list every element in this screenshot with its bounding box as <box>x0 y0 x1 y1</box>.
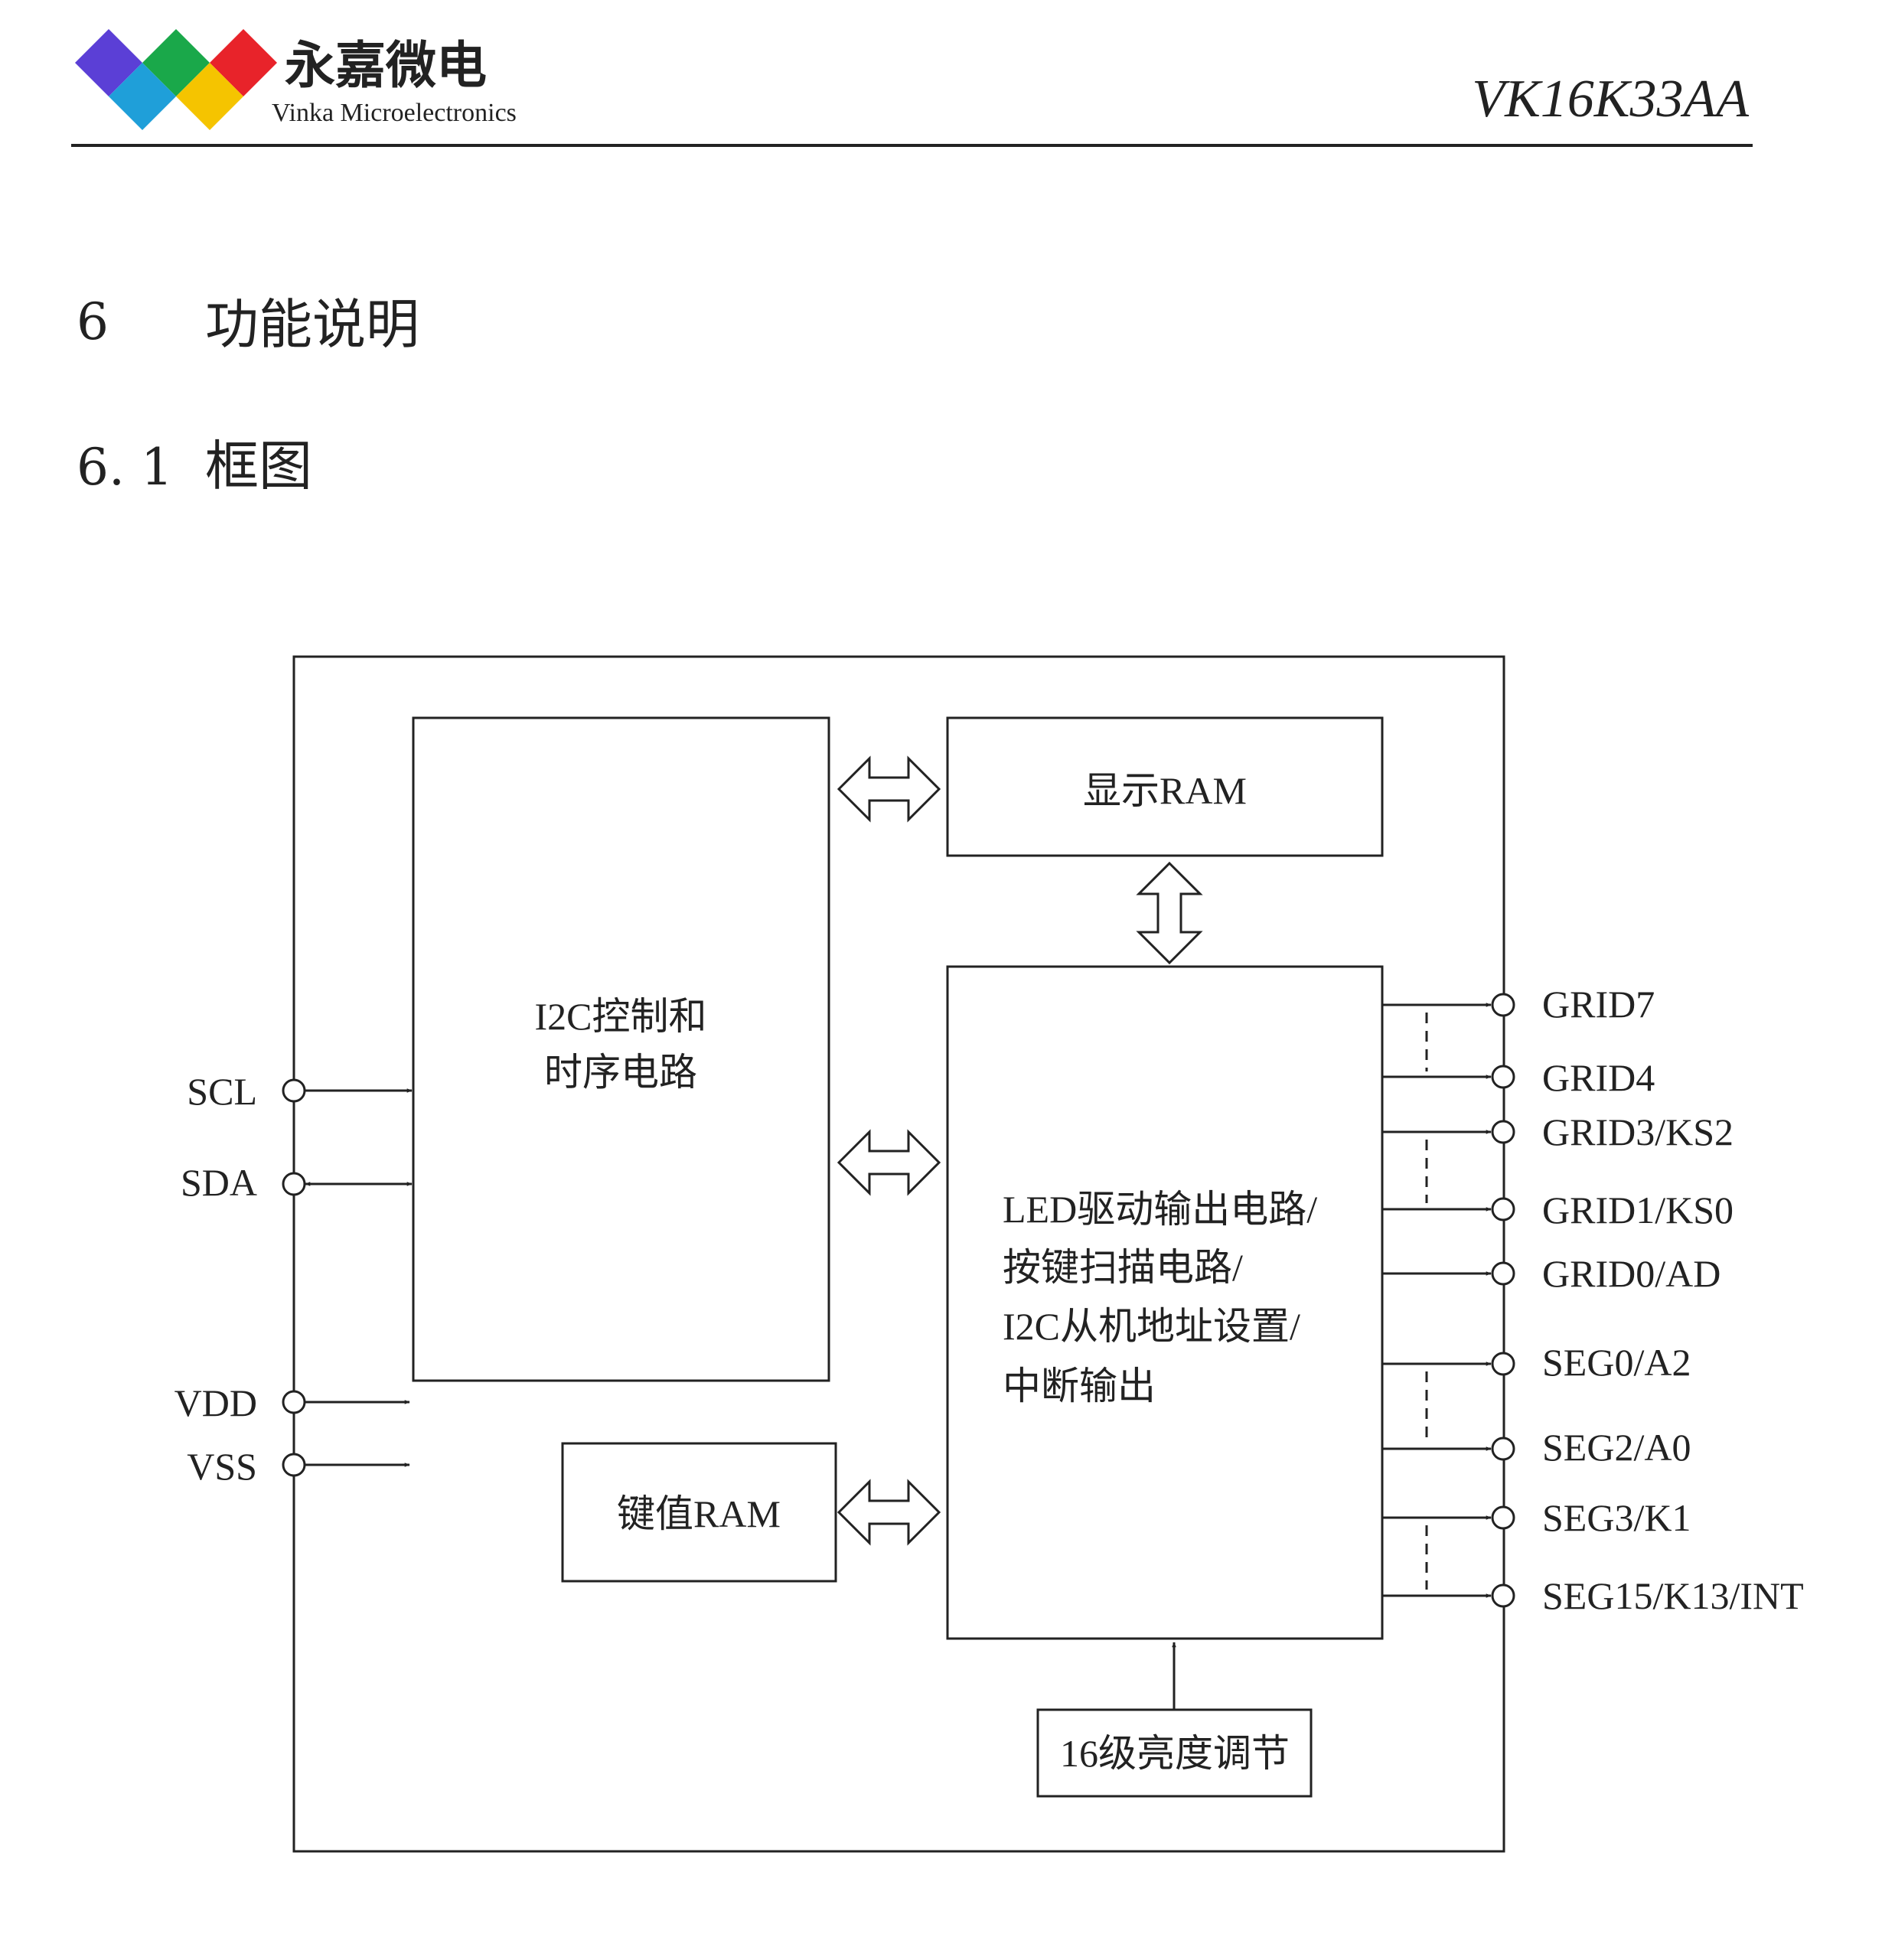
section-6-number: 6 <box>77 292 109 351</box>
vdd-label: VDD <box>174 1381 257 1424</box>
seg0-label: SEG0/A2 <box>1542 1341 1691 1384</box>
seg15-pin <box>1491 1583 1515 1608</box>
chip-outline <box>292 655 1505 1853</box>
sda-pin <box>282 1172 306 1196</box>
grid7-label: GRID7 <box>1542 983 1655 1026</box>
grid0-pin <box>1491 1261 1515 1286</box>
key-ram-label: 键值RAM <box>617 1492 781 1535</box>
bus-arrow-displayram-led <box>1136 861 1203 965</box>
company-logo: 永嘉微电 Vinka Microelectronics <box>75 29 517 130</box>
led-block-label-3: I2C从机地址设置/ <box>1003 1305 1300 1348</box>
vss-pin <box>282 1453 306 1477</box>
seg2-pin <box>1491 1437 1515 1461</box>
section-6-1-title: 框图 <box>205 435 312 497</box>
grid4-label: GRID4 <box>1542 1056 1655 1099</box>
brightness-label: 16级亮度调节 <box>1060 1732 1290 1775</box>
grid1-pin <box>1491 1197 1515 1221</box>
vss-label: VSS <box>187 1445 257 1488</box>
logo-chinese-name: 永嘉微电 <box>285 36 487 95</box>
logo-diamond-blue <box>109 63 176 130</box>
grid3-pin <box>1491 1120 1515 1144</box>
seg15-label: SEG15/K13/INT <box>1542 1574 1804 1617</box>
grid7-pin <box>1491 993 1515 1017</box>
bus-arrow-i2c-display-ram <box>837 755 941 823</box>
grid3-label: GRID3/KS2 <box>1542 1110 1734 1153</box>
seg3-label: SEG3/K1 <box>1542 1496 1691 1539</box>
seg0-pin <box>1491 1352 1515 1376</box>
scl-pin <box>282 1078 306 1103</box>
display-ram-block <box>946 716 1384 857</box>
logo-english-name: Vinka Microelectronics <box>272 99 517 127</box>
model-number: VK16K33AA <box>1472 70 1749 129</box>
led-block-label-4: 中断输出 <box>1003 1365 1156 1407</box>
bus-arrow-i2c-led <box>837 1129 941 1196</box>
key-ram-block <box>561 1442 837 1583</box>
scl-label: SCL <box>187 1070 257 1113</box>
led-block-label-1: LED驱动输出电路/ <box>1003 1188 1317 1231</box>
led-driver-block <box>946 965 1384 1640</box>
i2c-control-block <box>412 716 830 1382</box>
block-diagram: I2C控制和 时序电路 显示RAM LED驱动输出电路/ 按键扫描电路/ I2C… <box>174 655 1804 1853</box>
grid1-label: GRID1/KS0 <box>1542 1189 1734 1231</box>
led-block-label-2: 按键扫描电路/ <box>1003 1246 1243 1289</box>
i2c-block-label-2: 时序电路 <box>544 1051 697 1094</box>
logo-diamond-yellow <box>176 63 243 130</box>
display-ram-label: 显示RAM <box>1083 769 1247 812</box>
grid0-label: GRID0/AD <box>1542 1252 1721 1295</box>
section-6-1-number: 6. 1 <box>77 438 173 497</box>
seg3-pin <box>1491 1505 1515 1530</box>
seg2-label: SEG2/A0 <box>1542 1426 1691 1469</box>
vdd-pin <box>282 1390 306 1414</box>
i2c-block-label-1: I2C控制和 <box>535 995 707 1038</box>
sda-label: SDA <box>181 1161 257 1204</box>
grid4-pin <box>1491 1065 1515 1089</box>
section-6-title: 功能说明 <box>205 293 419 356</box>
bus-arrow-keyram-led <box>837 1479 941 1546</box>
